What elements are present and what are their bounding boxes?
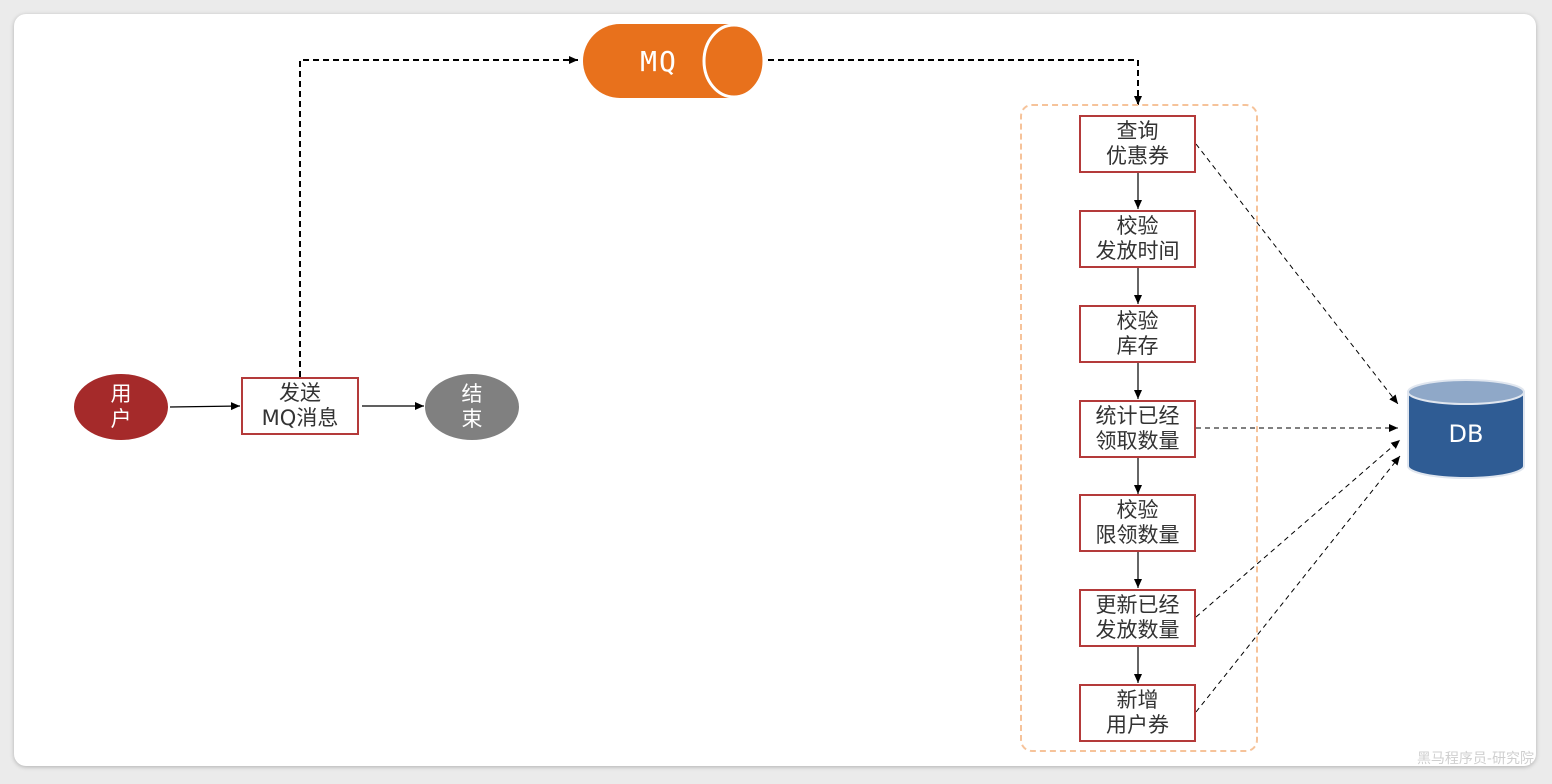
db-link-insert	[1195, 455, 1401, 713]
step-label: 统计已经 领取数量	[1095, 404, 1180, 453]
step-update-issued: 更新已经 发放数量	[1079, 589, 1196, 647]
step-check-issue-time: 校验 发放时间	[1079, 210, 1196, 268]
arrow-user-to-send	[169, 402, 241, 411]
step-label: 校验 限领数量	[1095, 498, 1180, 547]
user-node: 用 户	[74, 374, 168, 440]
step-label: 新增 用户券	[1106, 688, 1169, 737]
step-count-received: 统计已经 领取数量	[1079, 400, 1196, 458]
end-node-label: 结 束	[461, 382, 483, 431]
step-label: 更新已经 发放数量	[1095, 593, 1180, 642]
send-mq-node: 发送 MQ消息	[241, 377, 359, 435]
db-link-update	[1195, 439, 1401, 618]
send-mq-node-label: 发送 MQ消息	[261, 381, 339, 430]
user-node-label: 用 户	[110, 382, 132, 431]
watermark: 黑马程序员-研究院	[1416, 751, 1534, 767]
consumer-process-group	[1020, 104, 1258, 752]
mq-cylinder-shape	[583, 23, 766, 99]
arrow-send-to-mq	[299, 56, 578, 377]
step-label: 校验 发放时间	[1095, 214, 1180, 263]
arrow-mq-to-group	[768, 59, 1142, 105]
step-label: 查询 优惠券	[1106, 119, 1169, 168]
step-query-coupon: 查询 优惠券	[1079, 115, 1196, 173]
mq-node-label: MQ	[640, 44, 678, 78]
step-check-stock: 校验 库存	[1079, 305, 1196, 363]
mq-node: MQ	[584, 24, 734, 98]
db-cylinder-shape	[1407, 379, 1525, 479]
db-link-query	[1195, 143, 1399, 405]
db-node: DB	[1408, 404, 1524, 464]
end-node: 结 束	[425, 374, 519, 440]
db-node-label: DB	[1448, 420, 1484, 448]
step-label: 校验 库存	[1116, 309, 1159, 358]
step-check-limit: 校验 限领数量	[1079, 494, 1196, 552]
step-insert-user-coupon: 新增 用户券	[1079, 684, 1196, 742]
